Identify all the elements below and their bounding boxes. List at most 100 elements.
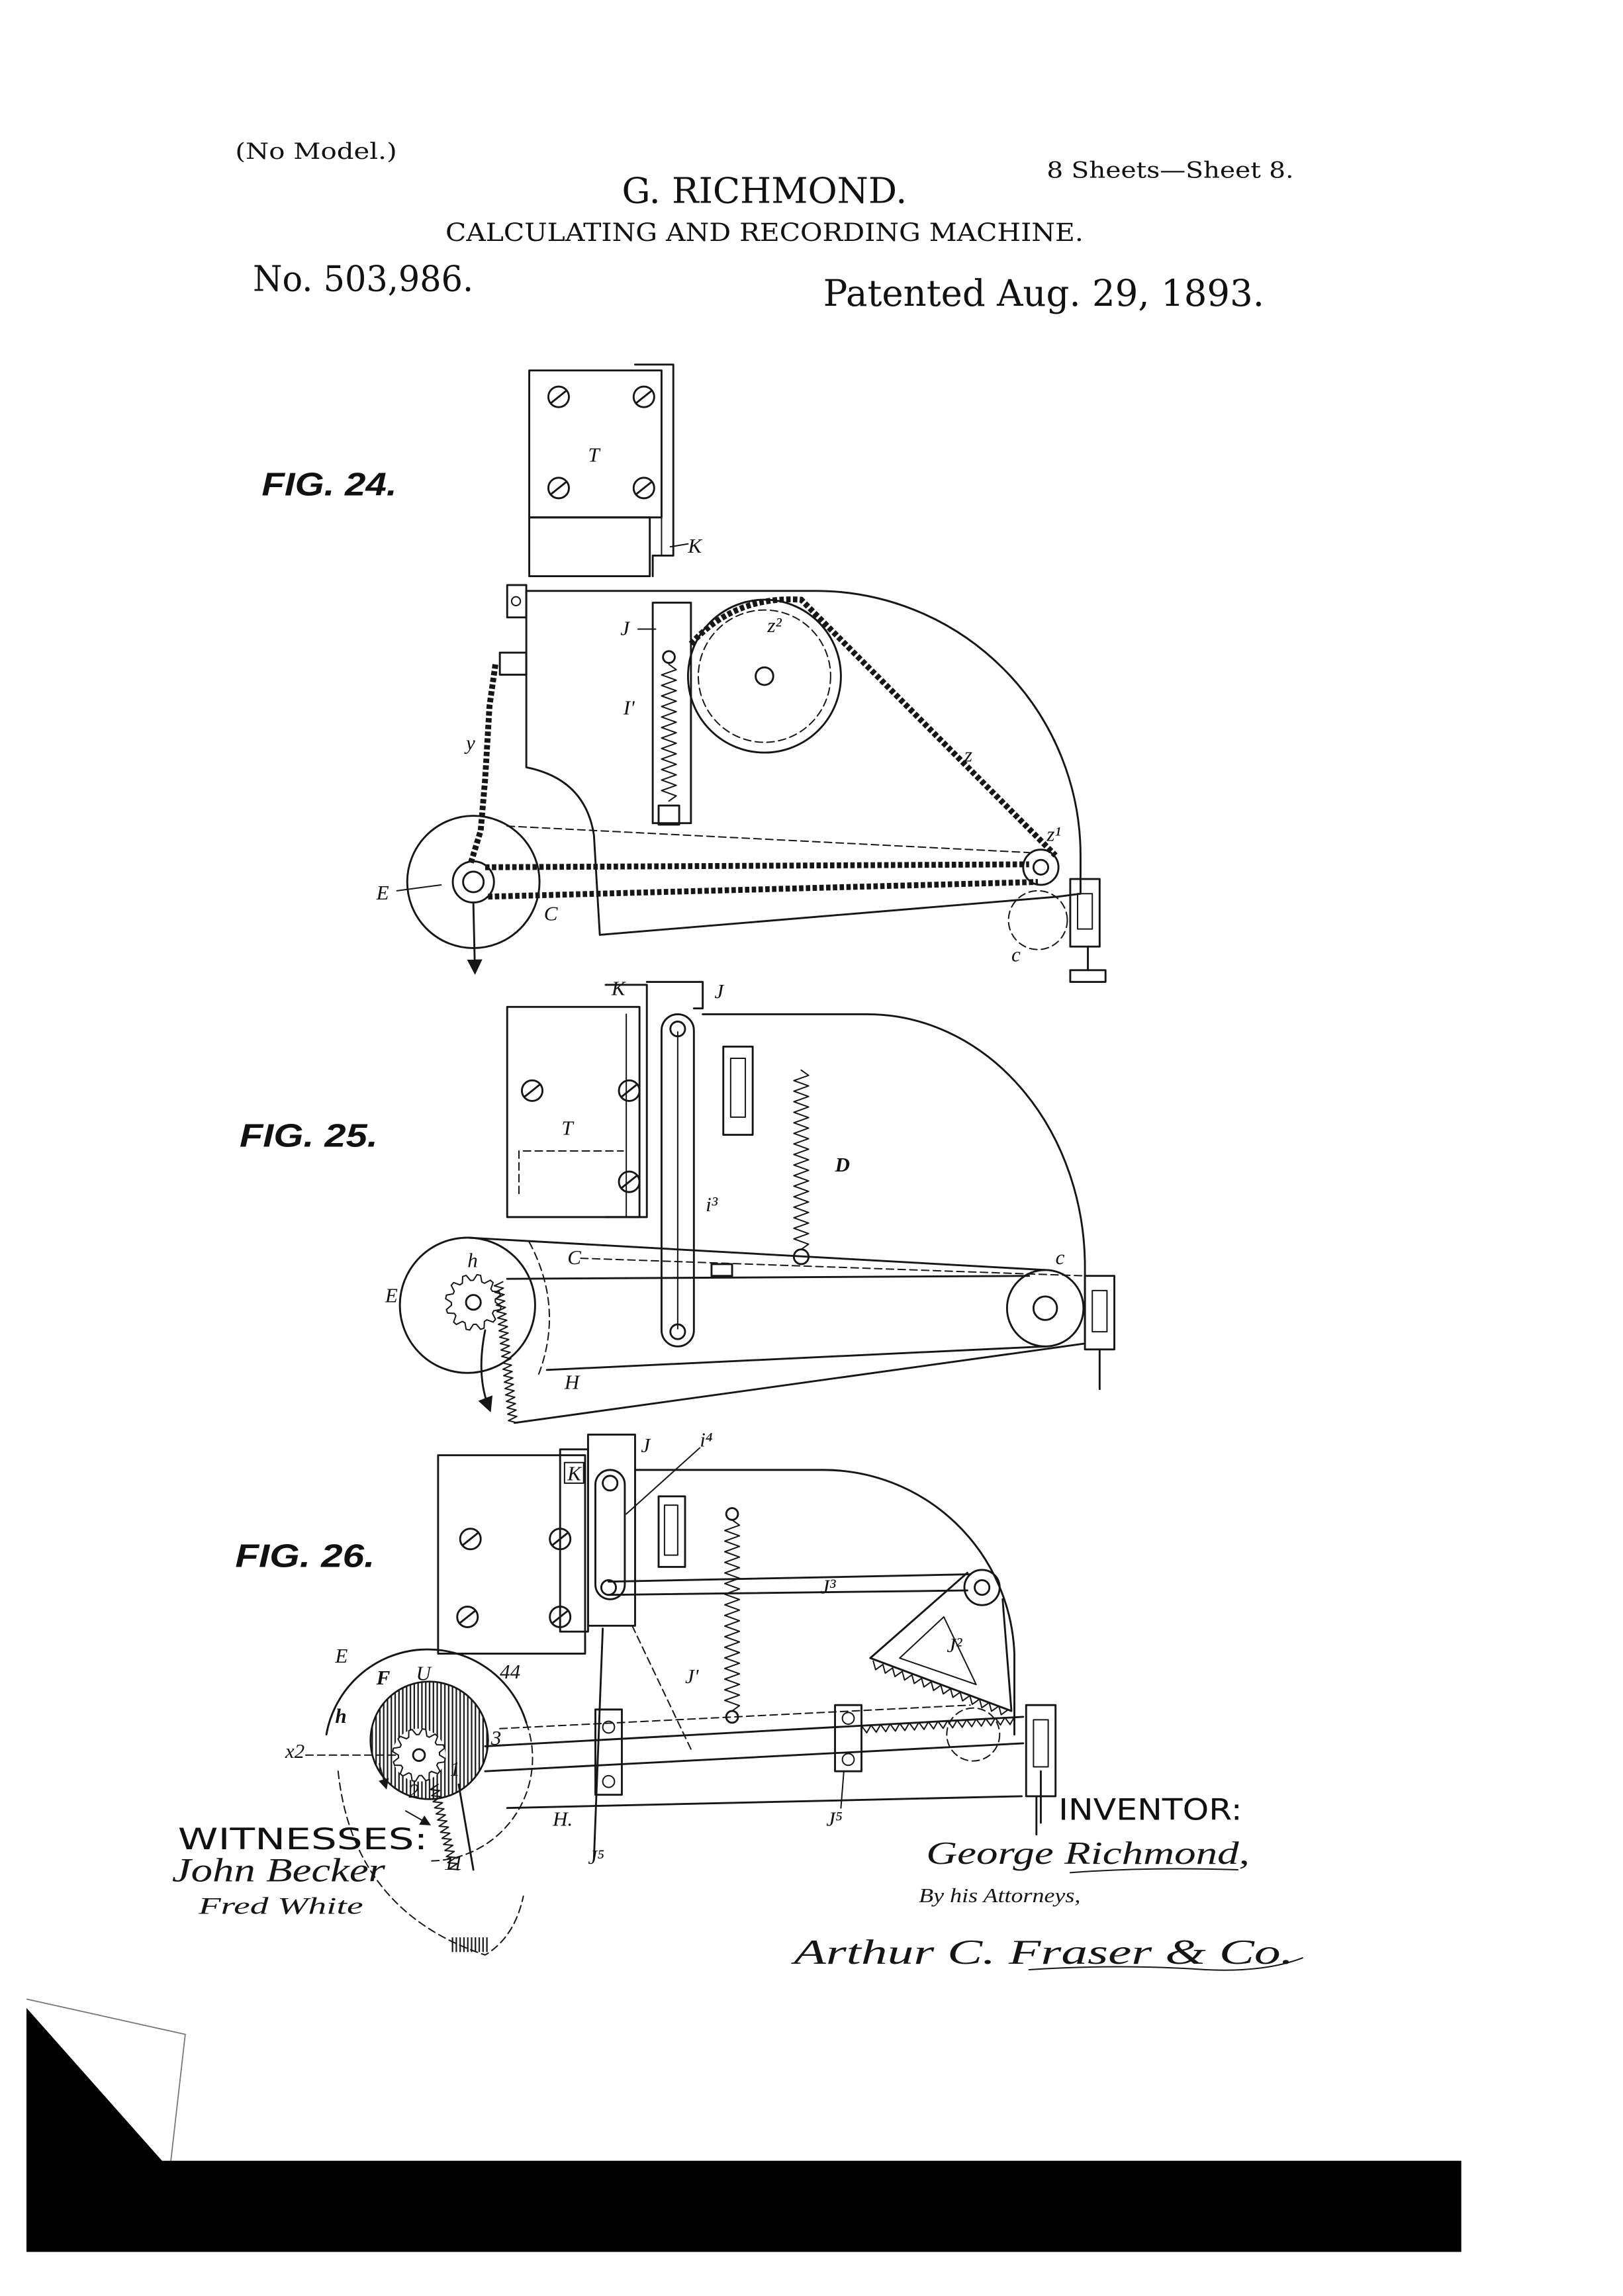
ref-label: T: [588, 443, 601, 466]
leader-line: [396, 884, 442, 892]
ref-label: x2: [285, 1739, 304, 1763]
quadrant-j2: [869, 1571, 1013, 1712]
ref-label: y: [464, 731, 475, 755]
torn-edge: [26, 1998, 186, 2164]
spring-pin: [725, 1507, 739, 1521]
ref-label: 3: [490, 1726, 502, 1749]
wheel-f-rim: [325, 1648, 528, 1736]
by-attorneys: By his Attorneys,: [919, 1884, 1080, 1907]
right-bracket-inner: [1077, 893, 1093, 930]
ref-label: h: [467, 1248, 478, 1271]
ref-label: C: [544, 901, 559, 925]
wheel-z2-hub: [755, 666, 774, 686]
guide-j: [651, 602, 692, 825]
inventor-signature: George Richmond,: [926, 1835, 1250, 1871]
ref-label: 44: [500, 1660, 520, 1683]
quadrant-j2-window: [899, 1616, 977, 1686]
clamp-screw: [841, 1753, 855, 1767]
pinion-hub: [465, 1294, 482, 1311]
rack-teeth: [493, 1281, 518, 1424]
figure-25-label: FIG. 25.: [240, 1118, 378, 1154]
ref-label: h: [335, 1704, 346, 1727]
figure-24: FIG. 24.: [261, 363, 1107, 983]
lever-pivot-hub: [974, 1579, 991, 1596]
spring-pin: [662, 650, 676, 665]
ref-label: H.: [552, 1807, 573, 1830]
spring: [661, 663, 677, 802]
pulley-e-hub: [462, 870, 485, 894]
folded-corner-shadow: [26, 2007, 165, 2164]
no-model-note: (No Model.): [235, 138, 396, 164]
ref-label: z¹: [1046, 822, 1060, 845]
slide-block-slot: [663, 1504, 678, 1556]
spring: [793, 1069, 810, 1250]
bracket-screw: [510, 596, 522, 606]
direction-arrow: [478, 1329, 493, 1412]
lever-j3-lower: [608, 1589, 968, 1596]
screw: [618, 1170, 641, 1193]
ref-label: I': [623, 696, 635, 719]
frame-plate: [634, 1469, 1015, 1736]
dashed-line: [580, 1258, 1086, 1277]
right-bracket: [1084, 1275, 1115, 1351]
ref-label: z: [964, 743, 972, 766]
pulley-e: [451, 860, 495, 904]
lug: [710, 1263, 733, 1277]
figure-24-label: FIG. 24.: [261, 467, 396, 502]
drum-c: [406, 815, 541, 949]
inventor-block: INVENTOR: George Richmond, By his Attorn…: [791, 1770, 1303, 1972]
rack-j-bottom: [484, 1742, 1025, 1772]
pulley-z1-hub: [1032, 858, 1050, 876]
figure-25: FIG. 25.: [240, 977, 1115, 1424]
patent-date: Patented Aug. 29, 1893.: [823, 272, 1264, 315]
leader-line: [669, 543, 689, 548]
direction-arrow: [467, 903, 483, 975]
leader-line: [626, 1447, 701, 1515]
arm-h-bottom: [513, 1342, 1086, 1424]
band-z: [688, 596, 1058, 858]
top-bracket: [506, 584, 528, 619]
rack-teeth: [860, 1716, 1015, 1733]
arm-h-top: [506, 1275, 1031, 1280]
ref-label: J⁵: [826, 1807, 843, 1830]
pinion-h: [445, 1273, 502, 1331]
right-bracket: [1069, 878, 1101, 948]
rack-h-edge: [457, 1783, 475, 1871]
screw: [618, 1079, 641, 1102]
screw: [632, 385, 655, 408]
screw: [521, 1079, 543, 1102]
clamp-screw: [841, 1712, 855, 1725]
slotted-link: [661, 1013, 695, 1348]
ref-label: i⁴: [700, 1428, 713, 1451]
screw: [459, 1528, 482, 1551]
ref-label: J: [714, 980, 725, 1003]
guide-j-bracket: [645, 981, 704, 1009]
dashed-line: [631, 1625, 692, 1750]
hidden-edge: [518, 1150, 624, 1195]
wheel-z2: [686, 598, 842, 754]
ref-label: 1: [450, 1757, 461, 1780]
slide-block: [722, 1045, 754, 1136]
ref-label: 2: [408, 1779, 419, 1802]
lower-band-bottom: [488, 879, 1039, 900]
quadrant-teeth: [872, 1660, 1009, 1716]
dashed-line: [506, 825, 1030, 854]
ref-label: K: [611, 977, 627, 1000]
scan-border: [26, 1998, 1461, 2252]
pinion-h: [392, 1728, 446, 1782]
ref-label: J: [620, 616, 631, 639]
clamp-screw: [602, 1774, 616, 1788]
screw: [632, 477, 655, 500]
link-pin: [669, 1323, 686, 1340]
dashed-arc: [337, 1770, 524, 1956]
frame-plate: [525, 590, 1082, 936]
inventor-label: INVENTOR:: [1058, 1793, 1242, 1827]
header: (No Model.) 8 Sheets—Sheet 8. G. RICHMON…: [235, 138, 1293, 315]
patent-number: No. 503,986.: [253, 259, 473, 300]
band-lower: [545, 1345, 1046, 1371]
signature-flourish: [1028, 1957, 1303, 1971]
drum-e: [398, 1236, 536, 1374]
ref-label: J³: [820, 1575, 836, 1598]
signature-flourish: [1069, 1868, 1239, 1874]
inventor-name: G. RICHMOND.: [622, 170, 907, 211]
